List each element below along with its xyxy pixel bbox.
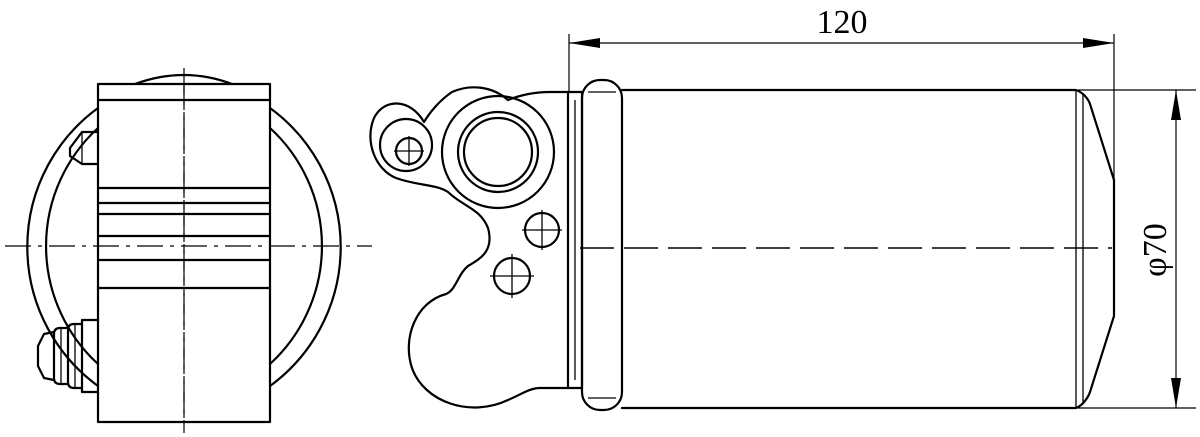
diameter-value: 70 (1137, 223, 1174, 257)
diameter-arrow-bottom (1171, 378, 1181, 408)
diameter-dimension: φ70 (1078, 89, 1196, 409)
diameter-label: φ70 (1137, 223, 1174, 277)
end-view-inner-circle (44, 126, 324, 366)
length-arrow-right (1083, 38, 1114, 48)
port-outer-ring (440, 94, 556, 210)
cylinder-body (620, 88, 1116, 410)
end-view-top-cap (133, 73, 234, 86)
bolt-hole-top-left (378, 117, 434, 173)
diameter-arrow-top (1171, 90, 1181, 120)
side-view (369, 78, 1116, 412)
end-view (5, 68, 372, 433)
bolt-hole-lower (490, 254, 534, 298)
end-view-lower-fitting (36, 318, 100, 394)
length-label: 120 (817, 4, 868, 41)
diameter-symbol: φ (1137, 257, 1174, 277)
end-view-outer-circle (26, 106, 342, 388)
port-middle-ring (456, 110, 540, 194)
bolt-hole-middle (522, 210, 562, 250)
end-view-upper-nozzle (68, 130, 100, 166)
length-dimension: 120 (568, 4, 1115, 180)
cylinder-bead (580, 78, 624, 412)
length-arrow-left (569, 38, 600, 48)
mounting-bracket (369, 86, 570, 409)
port-inner-ring (462, 116, 534, 188)
